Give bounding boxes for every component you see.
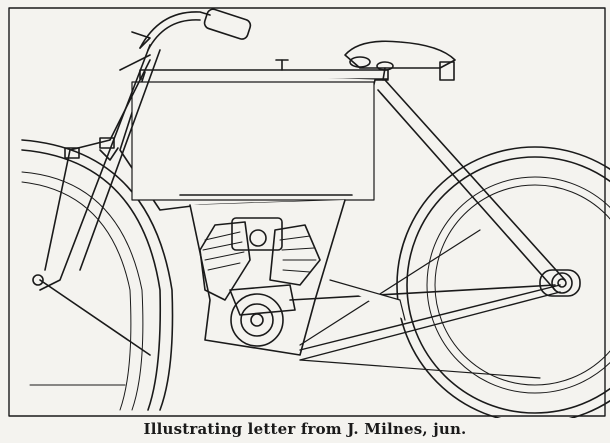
saddle bbox=[344, 40, 456, 81]
rear-wheel bbox=[396, 146, 610, 418]
front-fork bbox=[32, 44, 161, 291]
motorcycle-illustration bbox=[8, 7, 610, 418]
figure-border bbox=[8, 7, 606, 417]
handlebar bbox=[131, 8, 252, 51]
front-wheel bbox=[21, 139, 174, 411]
engine-pulley bbox=[230, 293, 284, 347]
figure-caption: Illustrating letter from J. Milnes, jun. bbox=[143, 420, 467, 438]
engine bbox=[199, 217, 321, 316]
frame bbox=[99, 69, 566, 379]
